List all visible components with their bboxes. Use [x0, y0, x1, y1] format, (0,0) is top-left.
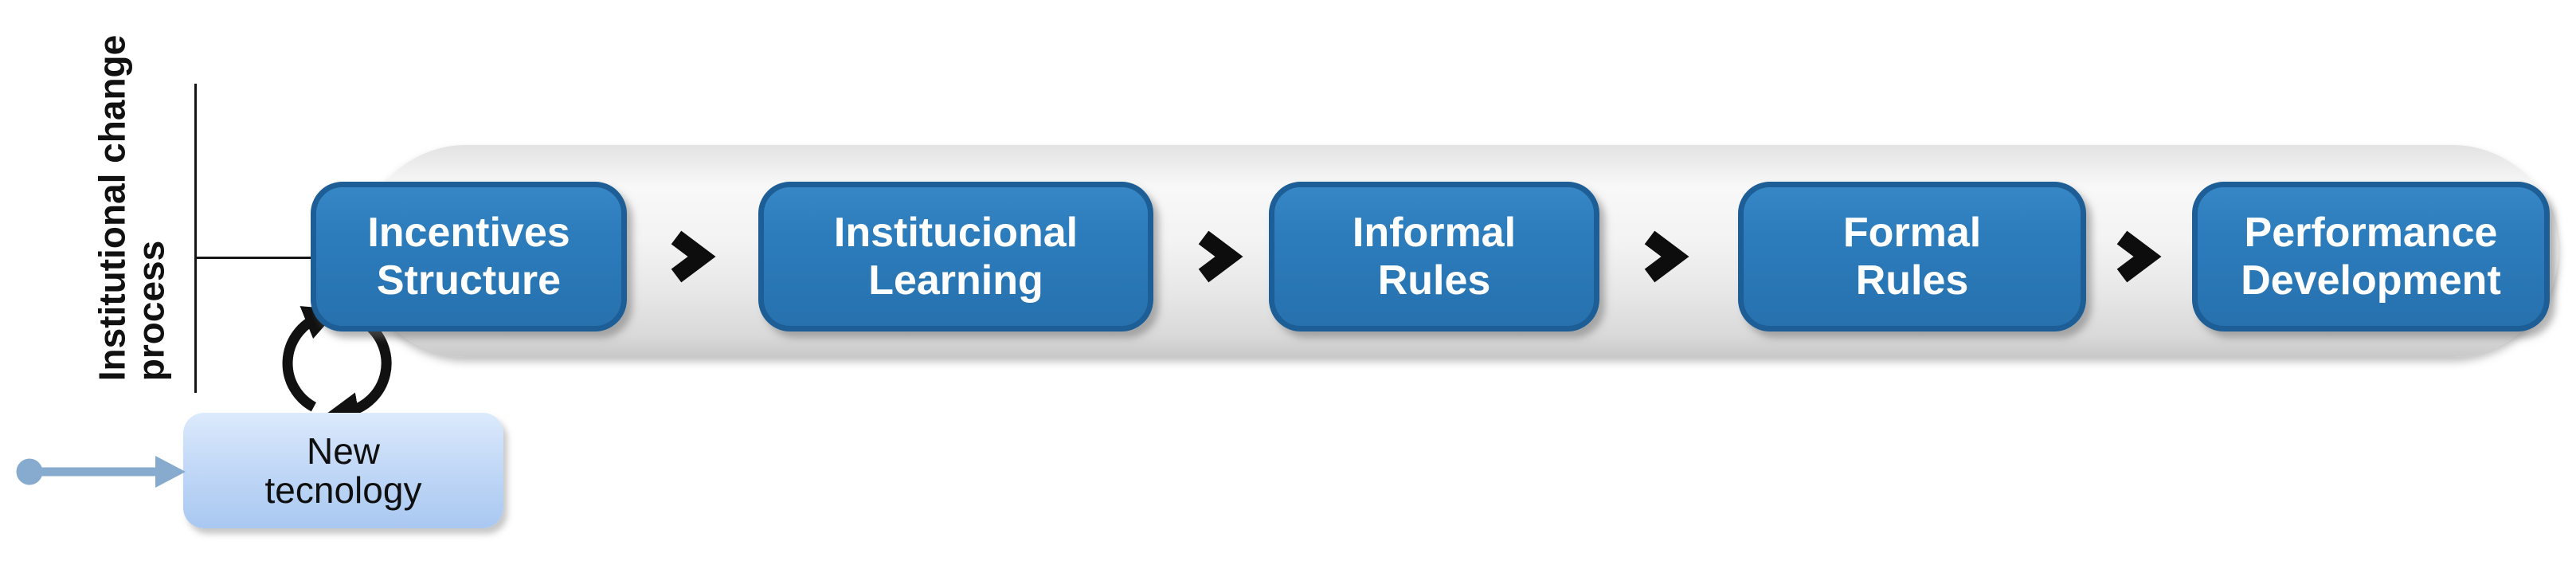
- stage-box-informal-rules: Informal Rules: [1269, 182, 1599, 332]
- stage-box-incentives-structure: Incentives Structure: [311, 182, 627, 332]
- new-technology-label: New tecnology: [264, 430, 422, 511]
- chevron-right-icon: [671, 230, 716, 283]
- new-technology-box: New tecnology: [183, 413, 503, 528]
- stage-label: Formal Rules: [1842, 209, 1982, 304]
- chevron-right-icon: [2116, 230, 2162, 283]
- input-arrow-icon: [16, 456, 186, 488]
- stage-label: Performance Development: [2241, 209, 2501, 304]
- stage-label: Incentives Structure: [367, 209, 570, 304]
- axis-tick-line: [194, 257, 313, 259]
- stage-label: Informal Rules: [1352, 209, 1517, 304]
- stage-box-institucional-learning: Institucional Learning: [758, 182, 1153, 332]
- stage-box-formal-rules: Formal Rules: [1738, 182, 2086, 332]
- chevron-right-icon: [1644, 230, 1689, 283]
- chevron-right-icon: [1198, 230, 1243, 283]
- axis-label-institutional-change-process: Institutional change process: [91, 34, 171, 382]
- stage-box-performance-development: Performance Development: [2192, 182, 2550, 332]
- axis-vertical-line: [194, 84, 197, 393]
- stage-label: Institucional Learning: [833, 209, 1079, 304]
- clockwise-cycle-arrows-icon: [282, 306, 392, 428]
